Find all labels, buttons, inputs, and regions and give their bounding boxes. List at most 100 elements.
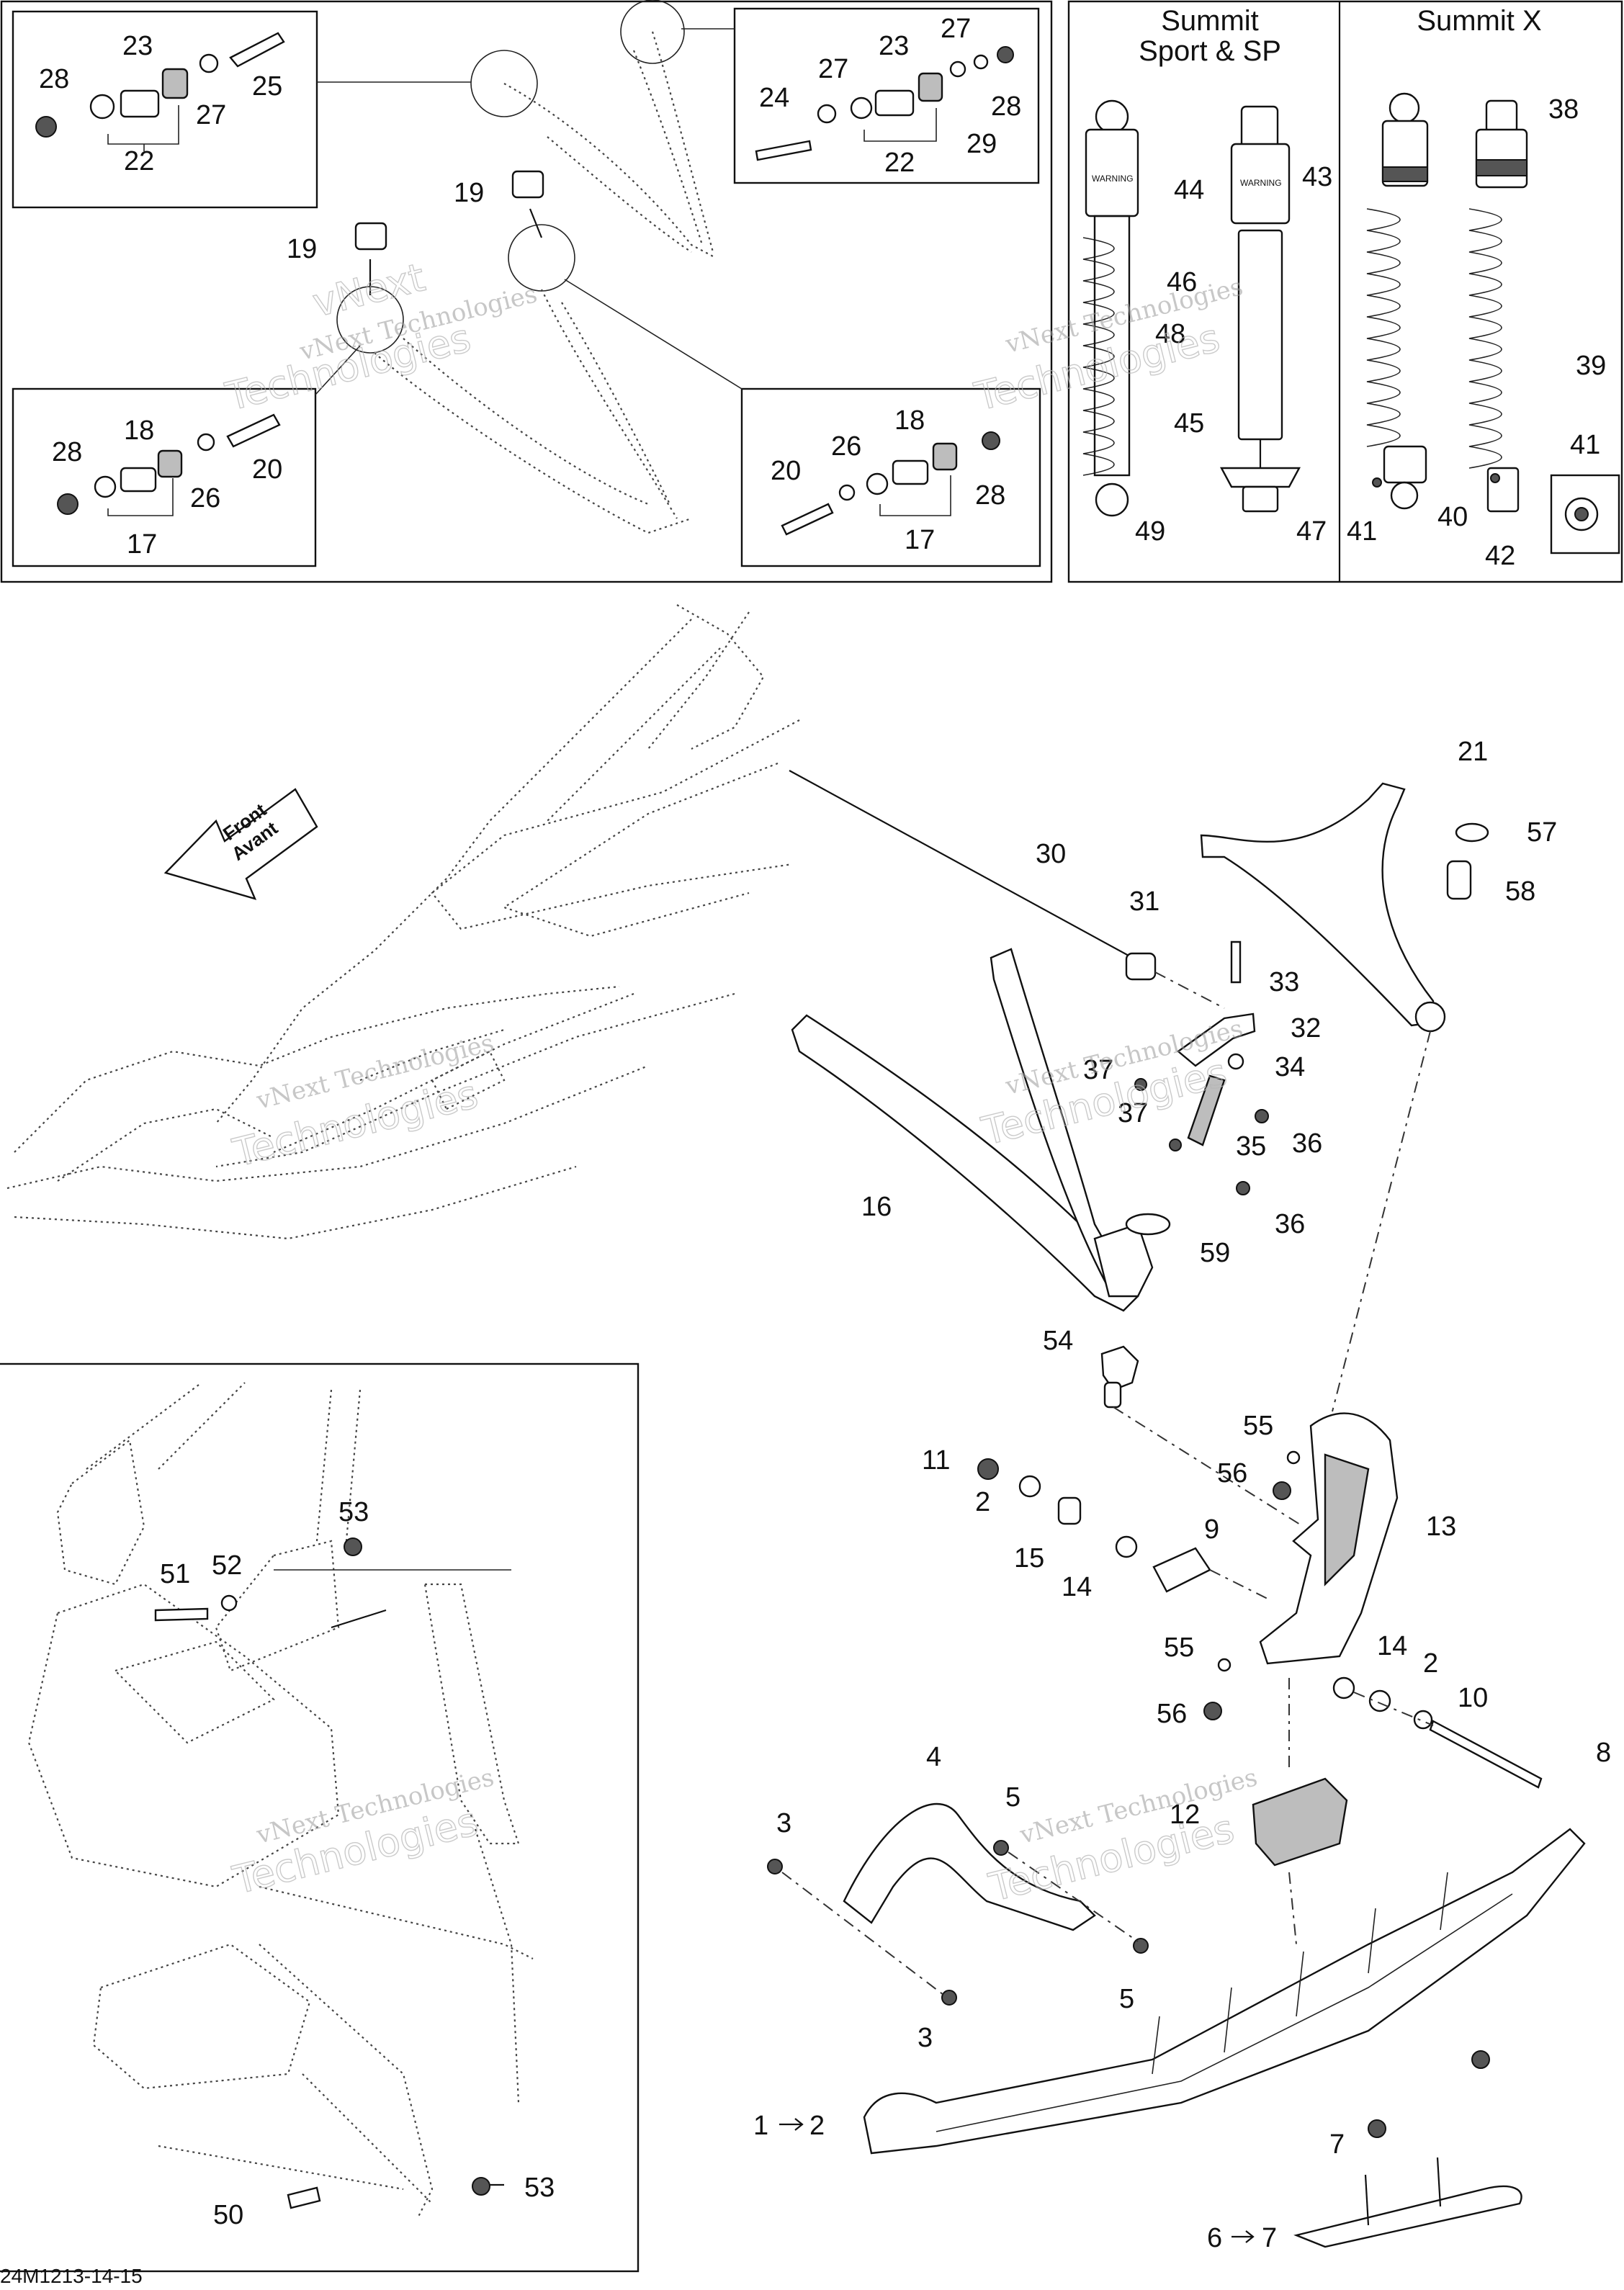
callout-55-b[interactable]: 55 bbox=[1164, 1633, 1194, 1663]
callout-14[interactable]: 14 bbox=[1062, 1572, 1092, 1602]
callout-11[interactable]: 11 bbox=[922, 1445, 950, 1476]
bolt-24-icon bbox=[755, 140, 812, 161]
callout-25[interactable]: 25 bbox=[252, 71, 282, 102]
callout-39[interactable]: 39 bbox=[1576, 351, 1606, 381]
callout-33[interactable]: 33 bbox=[1269, 967, 1299, 997]
callout-9[interactable]: 9 bbox=[1204, 1514, 1219, 1545]
washer-26-icon bbox=[197, 433, 215, 452]
callout-2-b[interactable]: 2 bbox=[1423, 1648, 1438, 1679]
callout-36[interactable]: 36 bbox=[1292, 1128, 1322, 1159]
callout-7[interactable]: 7 bbox=[1329, 2129, 1345, 2160]
callout-20-b[interactable]: 20 bbox=[771, 456, 801, 486]
callout-1[interactable]: 1 bbox=[753, 2111, 768, 2141]
callout-6[interactable]: 6 bbox=[1207, 2223, 1222, 2253]
callout-12[interactable]: 12 bbox=[1170, 1800, 1200, 1830]
callout-48[interactable]: 48 bbox=[1155, 319, 1185, 349]
link-35-icon bbox=[1187, 1074, 1226, 1146]
callout-3-b[interactable]: 3 bbox=[918, 2023, 933, 2053]
bolt-20b-icon bbox=[781, 503, 834, 536]
callout-49[interactable]: 49 bbox=[1135, 516, 1165, 547]
shock-eye-top bbox=[1095, 99, 1129, 134]
shock-eye-bottom bbox=[1095, 482, 1129, 517]
callout-59[interactable]: 59 bbox=[1200, 1238, 1230, 1268]
callout-52[interactable]: 52 bbox=[212, 1550, 242, 1581]
callout-19[interactable]: 19 bbox=[454, 178, 484, 208]
callout-21[interactable]: 21 bbox=[1458, 737, 1488, 767]
callout-14-b[interactable]: 14 bbox=[1377, 1631, 1407, 1661]
sleeve-23b-icon bbox=[918, 72, 943, 102]
callout-10[interactable]: 10 bbox=[1458, 1683, 1488, 1713]
callout-7-b[interactable]: 7 bbox=[1262, 2223, 1277, 2253]
pivot-cap-19b-icon bbox=[354, 222, 387, 251]
callout-28-b[interactable]: 28 bbox=[991, 91, 1021, 122]
callout-41-b[interactable]: 41 bbox=[1347, 516, 1377, 547]
callout-27-b[interactable]: 27 bbox=[941, 14, 971, 44]
nut-28b-icon bbox=[997, 46, 1014, 63]
callout-50[interactable]: 50 bbox=[213, 2200, 243, 2230]
bolt-8-icon bbox=[1429, 1720, 1543, 1789]
callout-26[interactable]: 26 bbox=[190, 483, 220, 513]
callout-2-c[interactable]: 2 bbox=[809, 2111, 825, 2141]
callout-53-b[interactable]: 53 bbox=[524, 2173, 555, 2203]
callout-15[interactable]: 15 bbox=[1014, 1543, 1044, 1573]
callout-30[interactable]: 30 bbox=[1036, 839, 1066, 869]
callout-55[interactable]: 55 bbox=[1243, 1411, 1273, 1441]
callout-58[interactable]: 58 bbox=[1505, 876, 1535, 907]
callout-56-b[interactable]: 56 bbox=[1157, 1699, 1187, 1729]
callout-22[interactable]: 22 bbox=[124, 146, 154, 176]
callout-22-b[interactable]: 22 bbox=[884, 148, 915, 178]
callout-19-b[interactable]: 19 bbox=[287, 234, 317, 264]
callout-56[interactable]: 56 bbox=[1217, 1458, 1247, 1488]
callout-18-b[interactable]: 18 bbox=[894, 405, 925, 436]
callout-23[interactable]: 23 bbox=[122, 31, 153, 61]
callout-44[interactable]: 44 bbox=[1174, 175, 1204, 205]
callout-37[interactable]: 37 bbox=[1083, 1055, 1113, 1085]
callout-36-b[interactable]: 36 bbox=[1275, 1209, 1305, 1239]
shockx-bottom-body bbox=[1383, 445, 1427, 484]
callout-16[interactable]: 16 bbox=[861, 1192, 892, 1222]
callout-2[interactable]: 2 bbox=[975, 1487, 990, 1517]
callout-42[interactable]: 42 bbox=[1485, 541, 1515, 571]
callout-41[interactable]: 41 bbox=[1570, 430, 1600, 460]
callout-53[interactable]: 53 bbox=[338, 1497, 369, 1527]
callout-4[interactable]: 4 bbox=[926, 1742, 941, 1772]
callout-28-c[interactable]: 28 bbox=[52, 437, 82, 467]
callout-46[interactable]: 46 bbox=[1167, 267, 1197, 297]
callout-17[interactable]: 17 bbox=[127, 529, 157, 560]
callout-5-b[interactable]: 5 bbox=[1119, 1984, 1134, 2014]
callout-26-b[interactable]: 26 bbox=[831, 431, 861, 462]
nut-7a-icon bbox=[1368, 2119, 1386, 2138]
spindle-13 bbox=[1259, 1412, 1399, 1665]
callout-23-b[interactable]: 23 bbox=[879, 31, 909, 61]
callout-28[interactable]: 28 bbox=[39, 64, 69, 94]
sleeve-18b-icon bbox=[932, 442, 958, 471]
callout-27-c[interactable]: 27 bbox=[818, 54, 848, 84]
callout-17-b[interactable]: 17 bbox=[905, 525, 935, 555]
callout-8[interactable]: 8 bbox=[1596, 1738, 1611, 1768]
callout-51[interactable]: 51 bbox=[160, 1559, 190, 1589]
callout-38[interactable]: 38 bbox=[1548, 94, 1579, 125]
callout-32[interactable]: 32 bbox=[1291, 1013, 1321, 1043]
callout-37-b[interactable]: 37 bbox=[1118, 1098, 1148, 1128]
callout-18[interactable]: 18 bbox=[124, 416, 154, 446]
callout-29[interactable]: 29 bbox=[966, 129, 997, 159]
callout-31[interactable]: 31 bbox=[1129, 886, 1159, 917]
callout-43[interactable]: 43 bbox=[1302, 162, 1332, 192]
callout-20[interactable]: 20 bbox=[252, 454, 282, 485]
callout-57[interactable]: 57 bbox=[1527, 817, 1557, 848]
callout-27[interactable]: 27 bbox=[196, 100, 226, 130]
callout-54[interactable]: 54 bbox=[1043, 1326, 1073, 1356]
sleeve-18-icon bbox=[157, 449, 183, 478]
callout-40[interactable]: 40 bbox=[1437, 502, 1468, 532]
callout-28-d[interactable]: 28 bbox=[975, 480, 1005, 511]
callout-13[interactable]: 13 bbox=[1426, 1512, 1456, 1542]
callout-3[interactable]: 3 bbox=[776, 1808, 791, 1838]
callout-47[interactable]: 47 bbox=[1296, 516, 1327, 547]
callout-24[interactable]: 24 bbox=[759, 83, 789, 113]
callout-35[interactable]: 35 bbox=[1236, 1131, 1266, 1162]
washer-34-icon bbox=[1227, 1053, 1244, 1070]
callout-45[interactable]: 45 bbox=[1174, 408, 1204, 439]
callout-34[interactable]: 34 bbox=[1275, 1052, 1305, 1082]
callout-5[interactable]: 5 bbox=[1005, 1782, 1020, 1813]
nut-37b-icon bbox=[1169, 1139, 1182, 1151]
